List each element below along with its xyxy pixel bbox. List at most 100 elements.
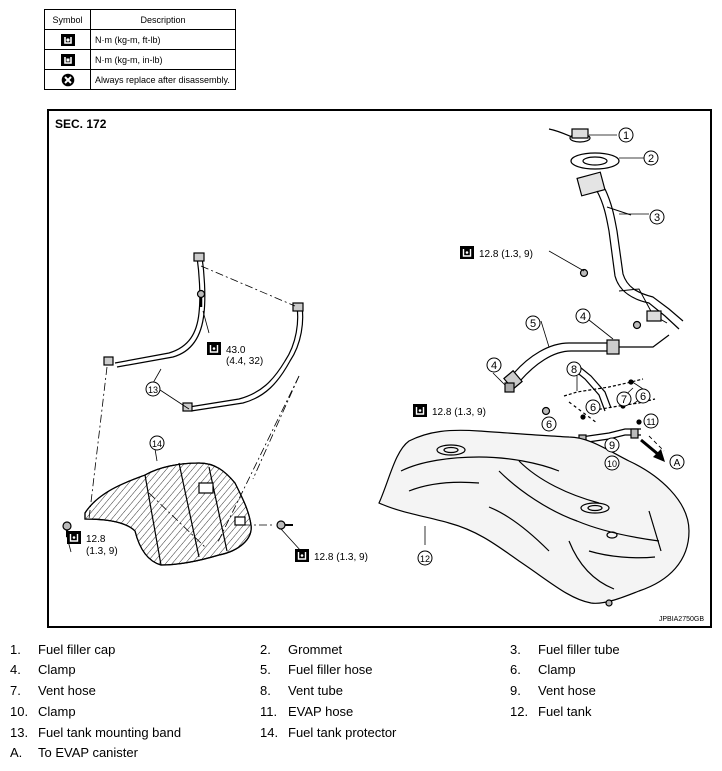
symbol-row: N·m (kg-m, in-lb)	[44, 49, 236, 70]
svg-text:(1.3, 9): (1.3, 9)	[86, 546, 118, 557]
svg-text:8: 8	[571, 364, 577, 376]
torque-spec: 12.8 (1.3, 9)	[459, 245, 533, 260]
callout-6: 6	[635, 388, 651, 404]
description-column-header: Description	[90, 9, 236, 30]
svg-text:6: 6	[640, 391, 646, 403]
callout-6: 6	[541, 416, 557, 432]
fuel-filler-tube	[576, 171, 684, 330]
callout-2: 2	[643, 150, 659, 166]
svg-text:10: 10	[607, 459, 617, 469]
svg-text:7: 7	[621, 394, 627, 406]
svg-text:43.0: 43.0	[226, 345, 246, 356]
legend-name: Vent hose	[538, 683, 596, 698]
torque-wrench-small-icon	[60, 53, 75, 66]
legend-name: Clamp	[38, 704, 76, 719]
torque-spec: 12.8 (1.3, 9)	[412, 403, 486, 418]
callout-13: 13	[145, 381, 161, 397]
legend-number: 14.	[260, 725, 279, 740]
legend-number: 10.	[10, 704, 29, 719]
symbol-cell	[44, 69, 91, 90]
svg-text:12.8: 12.8	[86, 534, 106, 545]
fuel-system-diagram: 1 2 3 4 4 5 6 6 6 7 8 9 10 11 12 13 14 A…	[62, 127, 690, 607]
legend-name: Fuel tank	[538, 704, 592, 719]
svg-text:5: 5	[530, 318, 536, 330]
grommet	[570, 152, 620, 170]
torque-wrench-icon	[60, 33, 75, 46]
symbol-description: N·m (kg-m, in-lb)	[90, 49, 236, 70]
svg-text:A: A	[674, 458, 681, 469]
svg-text:12.8 (1.3, 9): 12.8 (1.3, 9)	[314, 552, 368, 563]
svg-text:11: 11	[646, 417, 655, 427]
symbol-cell	[44, 49, 91, 70]
fuel-tank	[378, 429, 690, 607]
legend-number: 7.	[10, 683, 21, 698]
arrow-to-evap-canister	[640, 438, 665, 462]
callout-14: 14	[149, 435, 165, 451]
callout-11: 11	[643, 413, 659, 429]
symbol-description: Always replace after disassembly.	[90, 69, 236, 90]
legend-number: 5.	[260, 662, 271, 677]
svg-text:4: 4	[491, 360, 497, 372]
svg-text:3: 3	[654, 212, 660, 224]
svg-text:12.8 (1.3, 9): 12.8 (1.3, 9)	[432, 407, 486, 418]
legend-name: Vent tube	[288, 683, 343, 698]
svg-text:1: 1	[623, 130, 629, 142]
symbol-column-header: Symbol	[44, 9, 91, 30]
callout-5: 5	[525, 315, 541, 331]
callout-12: 12	[417, 550, 433, 566]
legend-name: Grommet	[288, 642, 343, 657]
svg-text:4: 4	[580, 311, 586, 323]
legend-number: 11.	[260, 704, 278, 719]
callout-4: 4	[575, 308, 591, 324]
legend-number: 12.	[510, 704, 529, 719]
callout-6: 6	[585, 399, 601, 415]
legend-number: 9.	[510, 683, 521, 698]
legend-number: 8.	[260, 683, 271, 698]
callout-4: 4	[486, 357, 502, 373]
torque-spec: 43.0 (4.4, 32)	[206, 341, 263, 367]
callout-a: A	[669, 454, 685, 470]
legend-number: 1.	[10, 642, 21, 657]
fuel-tank-mounting-band	[103, 252, 304, 412]
callout-9: 9	[604, 437, 620, 453]
callout-10: 10	[604, 455, 620, 471]
svg-text:6: 6	[590, 402, 596, 414]
svg-text:2: 2	[648, 153, 654, 165]
figure-code: JPBIA2750GB	[658, 616, 704, 623]
torque-spec: 12.8 (1.3, 9)	[66, 530, 118, 557]
legend-name: Fuel tank mounting band	[38, 725, 182, 740]
legend-name: Fuel filler hose	[288, 662, 373, 677]
legend-name: Vent hose	[38, 683, 96, 698]
callout-7: 7	[616, 391, 632, 407]
callouts: 1 2 3 4 4 5 6 6 6 7 8 9 10 11 12 13 14 A	[145, 127, 685, 566]
svg-text:6: 6	[546, 419, 552, 431]
symbol-cell	[44, 29, 91, 50]
legend-name: Clamp	[38, 662, 76, 677]
legend-name: Fuel filler cap	[38, 642, 116, 657]
svg-text:12.8 (1.3, 9): 12.8 (1.3, 9)	[479, 249, 533, 260]
legend-name: Fuel tank protector	[288, 725, 397, 740]
legend-number: 13.	[10, 725, 29, 740]
callout-1: 1	[618, 127, 634, 143]
legend-name: EVAP hose	[288, 704, 354, 719]
svg-text:12: 12	[420, 554, 430, 564]
legend-name: Clamp	[538, 662, 576, 677]
fuel-filler-hose	[503, 339, 620, 391]
legend-number: 2.	[260, 642, 271, 657]
symbol-table-header: Symbol Description	[44, 9, 236, 30]
torque-spec: 12.8 (1.3, 9)	[294, 548, 368, 563]
callout-8: 8	[566, 361, 582, 377]
diagram-frame: 1 2 3 4 4 5 6 6 6 7 8 9 10 11 12 13 14 A…	[47, 109, 712, 628]
legend-name: To EVAP canister	[38, 745, 138, 760]
section-label: SEC. 172	[55, 117, 107, 131]
callout-3: 3	[649, 209, 665, 225]
legend-number: 4.	[10, 662, 21, 677]
fuel-filler-cap	[548, 128, 591, 143]
symbol-description: N·m (kg-m, ft-lb)	[90, 29, 236, 50]
svg-text:9: 9	[609, 440, 615, 452]
svg-text:14: 14	[152, 439, 162, 449]
symbol-row: N·m (kg-m, ft-lb)	[44, 29, 236, 50]
symbol-table: Symbol Description N·m (kg-m, ft-lb) N·m…	[44, 9, 236, 90]
symbol-row: Always replace after disassembly.	[44, 69, 236, 90]
legend-number: 3.	[510, 642, 521, 657]
